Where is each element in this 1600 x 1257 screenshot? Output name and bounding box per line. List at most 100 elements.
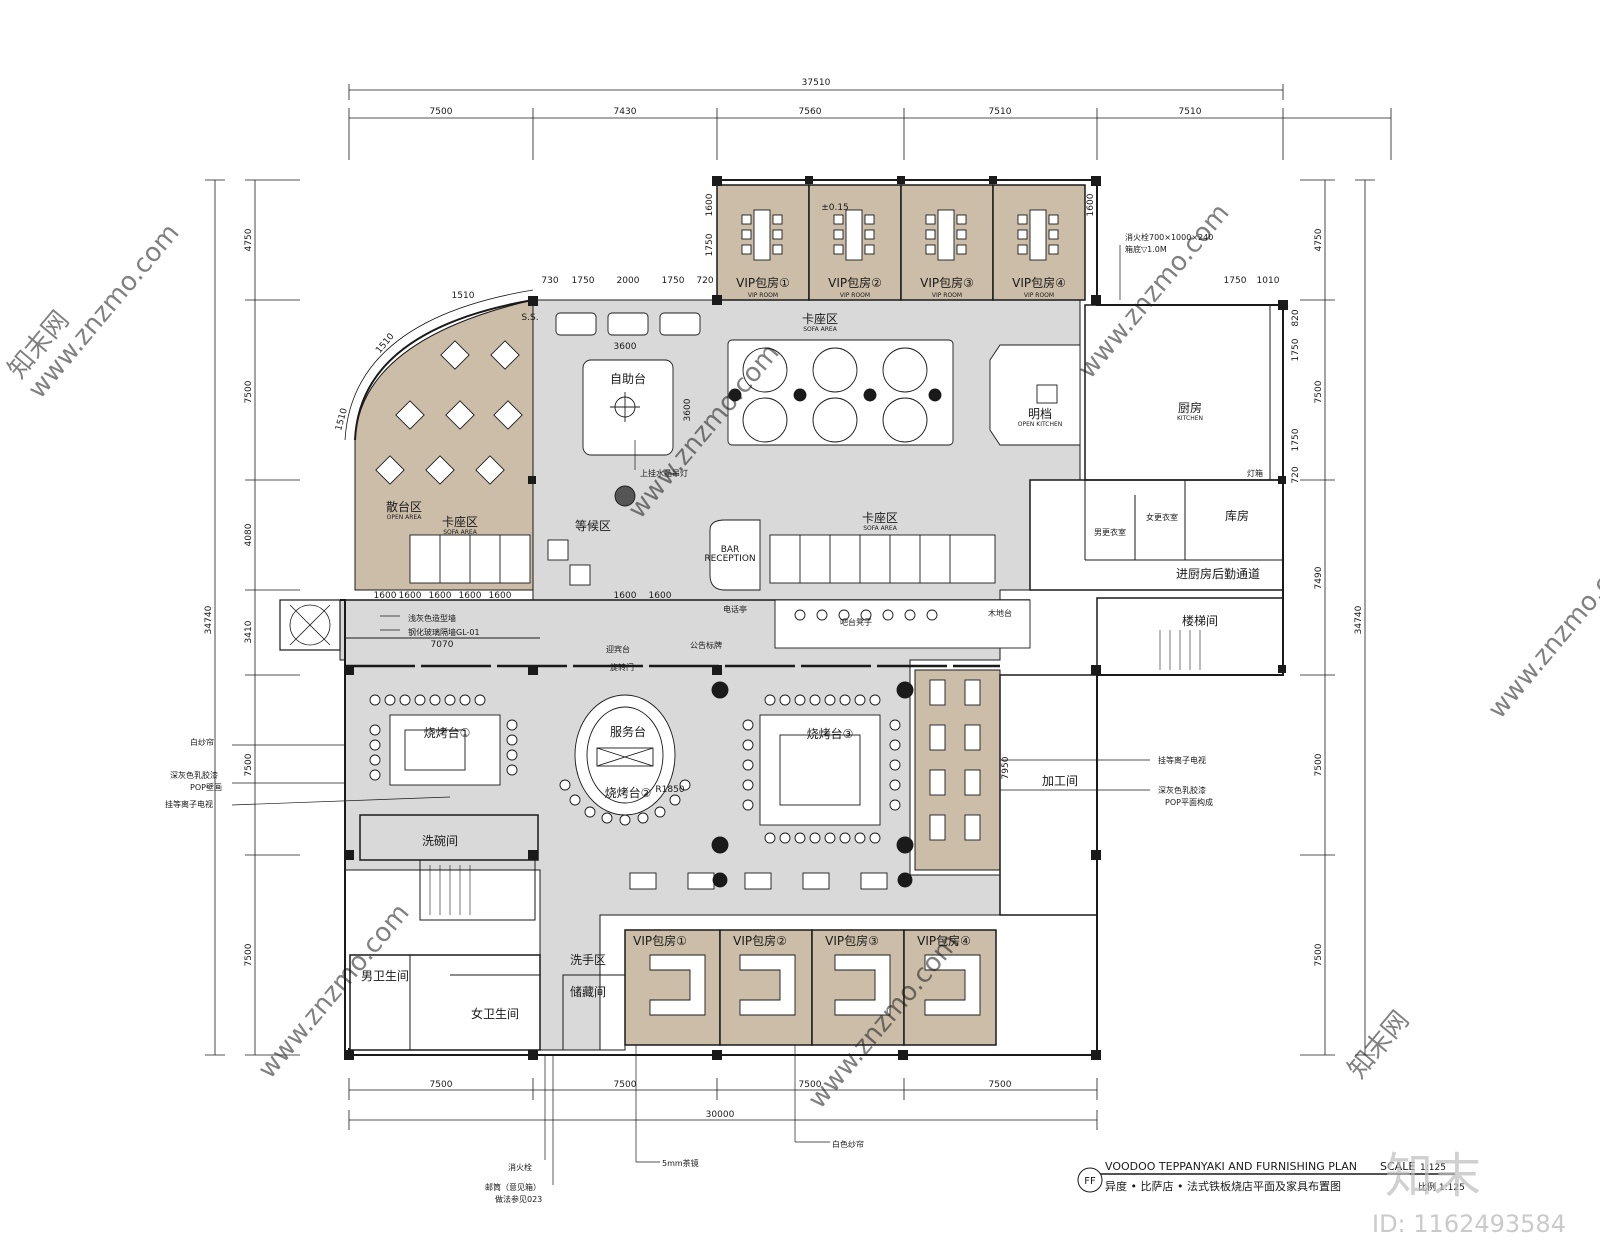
ceiling1-note: 浅灰色造型墙: [408, 613, 456, 623]
dim-vip-small-1: 1600: [705, 193, 715, 216]
hostess-label: 迎宾台: [606, 644, 630, 654]
dim-right-2: 7500: [1314, 380, 1324, 403]
dim-corr-4: 1600: [459, 591, 482, 601]
fire-box-sub-note: 箱底▽1.0M: [1125, 244, 1167, 254]
dim-right-1: 4750: [1314, 228, 1324, 251]
dimension-lines: [205, 84, 1392, 1130]
dim-corr-2: 1600: [399, 591, 422, 601]
title-badge-text: FF: [1084, 1176, 1096, 1187]
open-area-label: 散台区: [386, 499, 422, 514]
pendant-note: 上挂水晶吊灯: [640, 468, 688, 478]
vip-bottom-1-label: VIP包房①: [633, 933, 687, 948]
white-curtain-b-note: 白色纱帘: [832, 1139, 864, 1149]
watermark-site-4: www.znzmo.com: [1482, 538, 1600, 724]
scale-label: SCALE: [1380, 1160, 1415, 1173]
room-labels: VIP包房① VIP包房② VIP包房③ VIP包房④ VIP ROOM VIP…: [361, 275, 1263, 1021]
store-room-label: 储藏间: [570, 984, 606, 999]
plants: [614, 485, 914, 888]
dim-misc-2: 1600: [649, 591, 672, 601]
dimension-texts: 37510 7500 7430 7560 7510 7510 7500 7500…: [204, 78, 1364, 1120]
bar-counter: [774, 599, 1031, 649]
leader-lines: [231, 245, 1150, 1185]
vip-top-2-label: VIP包房②: [828, 275, 882, 290]
title-cn-scale: 比例 1:125: [1418, 1181, 1465, 1193]
dim-corr-3: 1600: [429, 591, 452, 601]
vip-top-4-label: VIP包房④: [1012, 275, 1066, 290]
passage-label: 进厨房后勤通道: [1176, 566, 1260, 581]
dim-arc-1: 1510: [452, 291, 475, 301]
dim-bottom-1: 7500: [430, 1080, 453, 1090]
open-kitchen-label: 明档: [1028, 407, 1052, 421]
sofa-booths: [409, 534, 996, 584]
dim-corr-1: 1600: [374, 591, 397, 601]
corridor-tables: [629, 872, 888, 890]
pop-l-note: POP壁画: [190, 782, 222, 792]
dim-misc-4: 7950: [1001, 756, 1011, 779]
men-wc-label: 男卫生间: [361, 969, 409, 983]
buffet-label: 自助台: [610, 371, 646, 386]
dim-overall-bottom: 30000: [706, 1110, 735, 1120]
dim-buffet-1: 3600: [614, 342, 637, 352]
dim-kitchen-side-4: 720: [1291, 466, 1301, 483]
vip-bottom-tables: [649, 954, 981, 1016]
dim-kitchen-2: 1010: [1257, 276, 1280, 286]
dim-right-overall: 34740: [1354, 605, 1364, 634]
women-locker-label: 女更衣室: [1146, 512, 1178, 522]
kitchen-label: 厨房: [1178, 400, 1202, 415]
sofa-en-left: SOFA AREA: [443, 529, 478, 536]
dim-buffet-2: 3600: [683, 398, 693, 421]
dim-left-4: 3410: [244, 620, 254, 643]
dim-right-5: 7500: [1314, 943, 1324, 966]
mirror-note: 5mm茶镜: [662, 1158, 699, 1168]
mailbox-sub-note: 做法参见023: [495, 1194, 542, 1204]
dim-misc-3: R1850: [655, 785, 684, 795]
hydrant-note: 消火栓: [508, 1162, 532, 1172]
dim-upper-5: 720: [696, 276, 713, 286]
dim-misc-1: 7070: [431, 640, 454, 650]
sofa-label-mid: 卡座区: [862, 510, 898, 525]
fire-box-note: 消火栓700×1000×240: [1125, 232, 1213, 242]
vip-top-3-label: VIP包房③: [920, 275, 974, 290]
dim-top-5: 7510: [1179, 107, 1202, 117]
dark-paint-l-note: 深灰色乳胶漆: [170, 770, 218, 780]
open-kitchen: [989, 344, 1081, 446]
dim-bottom-4: 7500: [989, 1080, 1012, 1090]
dim-left-1: 4750: [244, 228, 254, 251]
dim-top-4: 7510: [989, 107, 1012, 117]
kitchen-en: KITCHEN: [1177, 415, 1203, 422]
vip-bottom-2-floor: [719, 929, 813, 1046]
stairs: [429, 630, 1201, 915]
sofa-en-mid: SOFA AREA: [863, 525, 898, 532]
scale-value: 1:125: [1420, 1163, 1446, 1173]
dim-left-overall: 34740: [204, 605, 214, 634]
grill2-label: 烧烤台②: [605, 785, 652, 800]
vip-top-1-label: VIP包房①: [736, 275, 790, 290]
open-area-en: OPEN AREA: [387, 514, 423, 521]
handwash-label: 洗手区: [570, 953, 606, 967]
light-box-label: 灯箱: [1247, 468, 1263, 478]
dim-bottom-3: 7500: [799, 1080, 822, 1090]
bar-counter-label: 木地台: [988, 608, 1012, 618]
dishwash-label: 洗碗间: [422, 833, 458, 848]
annotations: 消火栓700×1000×240 箱底▽1.0M 上挂水晶吊灯 浅灰色造型墙 钢化…: [165, 232, 1213, 1204]
vip-top-3-en: VIP ROOM: [932, 292, 962, 299]
dim-bottom-2: 7500: [614, 1080, 637, 1090]
dim-right-4: 7500: [1314, 753, 1324, 776]
buffet-counter: [582, 359, 674, 456]
dim-corr-6: 1600: [614, 591, 637, 601]
vip-bottom-3-label: VIP包房③: [825, 933, 879, 948]
men-locker-label: 男更衣室: [1094, 527, 1126, 537]
ceiling2-note: 钢化玻璃隔墙GL-01: [408, 627, 480, 637]
tv-r-note: 挂等离子电视: [1158, 755, 1206, 765]
pos-area-floor: [914, 669, 1001, 871]
mailbox-note: 邮筒（意见箱）: [485, 1182, 541, 1192]
dim-top-3: 7560: [799, 107, 822, 117]
dim-kitchen-1: 1750: [1224, 276, 1247, 286]
notice-note: 公告标牌: [690, 640, 722, 650]
vip-bottom-4-floor: [903, 929, 997, 1046]
dim-upper-4: 1750: [662, 276, 685, 286]
dim-kitchen-side-3: 1750: [1291, 428, 1301, 451]
phone-label: 电话亭: [723, 604, 747, 614]
stairs-label: 楼梯间: [1182, 613, 1218, 628]
